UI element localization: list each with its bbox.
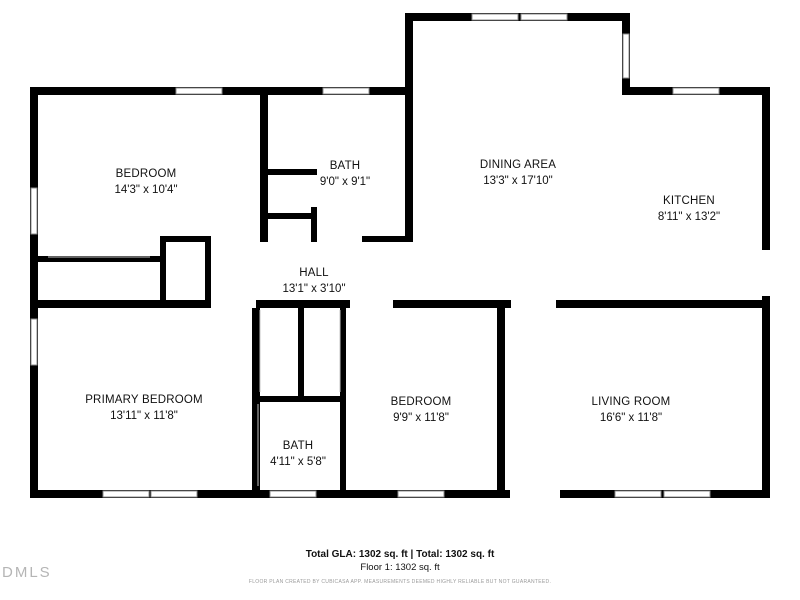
wall-living-top (556, 300, 770, 308)
windows (30, 13, 720, 498)
wall-closet-hall (205, 236, 211, 306)
room-dims: 13'3" x 17'10" (483, 175, 552, 187)
wall-primary-bath (252, 308, 260, 498)
window (663, 490, 711, 498)
floor-area: Floor 1: 1302 sq. ft (360, 562, 440, 573)
total-area: Total GLA: 1302 sq. ft | Total: 1302 sq.… (305, 549, 495, 560)
wall-left (30, 87, 38, 498)
room-dims: 13'11" x 11'8" (110, 410, 178, 422)
room-name: LIVING ROOM (592, 396, 671, 408)
window (672, 87, 720, 95)
window (614, 490, 662, 498)
wall-closet-right (160, 236, 166, 306)
room-name: DINING AREA (480, 159, 556, 171)
walls (30, 13, 770, 498)
thin-lines (48, 256, 341, 486)
room-dims: 4'11" x 5'8" (270, 456, 326, 468)
opening-hall-2 (269, 236, 309, 242)
wall-bedroom-living (497, 308, 505, 498)
wall-hall-bottom-mid (256, 300, 350, 308)
window (471, 13, 519, 21)
room-dims: 14'3" x 10'4" (114, 184, 177, 196)
room-dims: 9'0" x 9'1" (320, 176, 370, 188)
wall-bath-shelf-2 (264, 213, 317, 219)
wall-hall-bottom-right (393, 300, 511, 308)
window (269, 490, 317, 498)
wall-bath2-bedroom (340, 308, 346, 498)
window (150, 490, 198, 498)
wall-bedroom-bath (260, 95, 268, 242)
window (397, 490, 445, 498)
room-labels: BEDROOM 14'3" x 10'4" BATH 9'0" x 9'1" D… (85, 159, 720, 468)
brand-logo: DMLS (2, 564, 52, 581)
room-dims: 9'9" x 11'8" (393, 412, 449, 424)
opening-hall-3 (320, 236, 362, 242)
wall-bedroom-closet (38, 256, 160, 262)
room-dims: 16'6" x 11'8" (600, 412, 662, 424)
wall-bath-shelf-1 (264, 169, 317, 175)
wall-closet-split (298, 308, 304, 400)
window (520, 13, 568, 21)
room-name: BEDROOM (116, 168, 177, 180)
room-name: KITCHEN (663, 195, 715, 207)
wall-dining-left-upper (405, 13, 413, 95)
room-name: BATH (330, 160, 361, 172)
window (102, 490, 150, 498)
wall-hall-bottom-left (30, 300, 211, 308)
room-dims: 8'11" x 13'2" (658, 211, 720, 223)
window (175, 87, 223, 95)
window (322, 87, 370, 95)
wall-bath2-top (256, 396, 346, 402)
room-name: PRIMARY BEDROOM (85, 394, 203, 406)
wall-bath-dining (405, 95, 413, 242)
opening-hall-1 (212, 236, 256, 242)
wall-closet-top (160, 236, 211, 242)
room-dims: 13'1" x 3'10" (282, 283, 345, 295)
window (30, 187, 38, 235)
wall-bath-closet (311, 207, 317, 242)
room-name: BEDROOM (391, 396, 452, 408)
opening-side-door (762, 250, 770, 296)
disclaimer: FLOOR PLAN CREATED BY CUBICASA APP. MEAS… (248, 579, 552, 585)
opening-front-door (510, 490, 560, 498)
openings (212, 236, 770, 498)
wall-bath-bottom (362, 236, 413, 242)
window (30, 318, 38, 366)
room-name: HALL (299, 267, 329, 279)
window (622, 33, 630, 79)
room-name: BATH (283, 440, 314, 452)
